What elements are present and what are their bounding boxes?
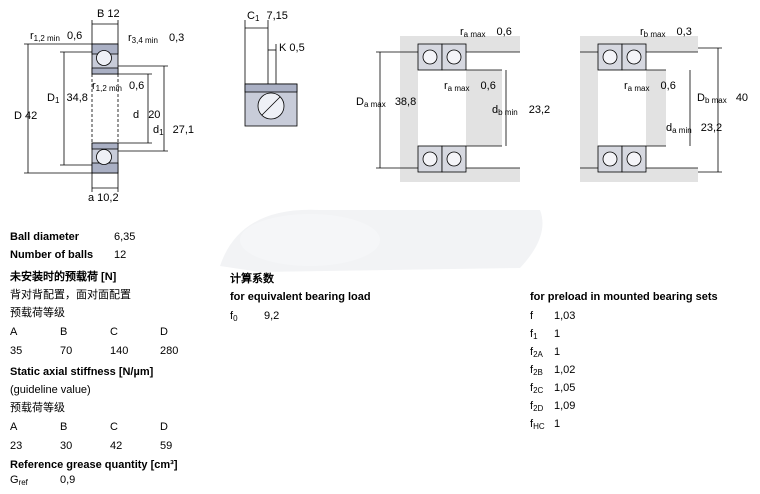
mounted-f2b-value: 1,02 [554,364,576,376]
dim-a: a 10,2 [88,192,119,204]
dim-db: db min 23,2 [492,104,551,117]
mounted-f2c-value: 1,05 [554,382,576,394]
dim-d: d 20 [133,109,161,121]
dim-ra-mid: ra max 0,6 [444,80,496,93]
preload-value-c: 140 [110,345,129,357]
dim-ra-b: ra max 0,6 [624,80,676,93]
stiffness-value-a: 23 [10,440,23,452]
mounted-title: for preload in mounted bearing sets [530,291,718,303]
abutment-b-drawing [580,36,722,182]
dim-D: D 42 [14,110,38,122]
preload-value-d: 280 [160,345,179,357]
dim-r34: r3,4 min 0,3 [128,32,185,45]
dim-r12-top: r1,2 min 0,6 [30,30,83,43]
mounted-f2d-label: f2D [530,400,544,413]
stiffness-header-d: D [160,421,168,433]
mounted-f-value: 1,03 [554,310,576,322]
preload-value-b: 70 [60,345,73,357]
grease-value: 0,9 [60,474,76,486]
dim-da: da min 23,2 [666,122,723,135]
dim-Da: Da max 38,8 [356,96,417,109]
stiffness-header-c: C [110,421,118,433]
dim-K: K 0,5 [279,42,305,54]
number-of-balls-label: Number of balls [10,249,94,261]
f0-value: 9,2 [264,310,280,322]
stiffness-header-b: B [60,421,68,433]
number-of-balls-value: 12 [114,249,127,261]
grease-title: Reference grease quantity [cm³] [10,459,178,471]
dim-r12-inner: r1,2 min 0,6 [92,80,145,93]
stiffness-class-label: 预载荷等级 [10,402,65,414]
preload-header-b: B [60,326,68,338]
preload-header-d: D [160,326,168,338]
stiffness-title: Static axial stiffness [N/µm] [10,366,154,378]
mounted-fhc-value: 1 [554,418,561,430]
f0-label: f0 [230,310,238,323]
grease-label: Gref [10,474,28,487]
calc-title: 计算系数 [230,273,274,285]
stiffness-value-d: 59 [160,440,173,452]
mounted-f1-value: 1 [554,328,561,340]
preload-title: 未安装时的预载荷 [N] [10,271,117,283]
stiffness-value-c: 42 [110,440,123,452]
abutment-a-drawing [376,36,520,182]
watermark-logo [220,209,543,272]
bearing-drawings [24,20,722,192]
preload-header-c: C [110,326,118,338]
ball-diameter-value: 6,35 [114,231,136,243]
dim-d1: d1 27,1 [153,124,195,137]
equivalent-load-title: for equivalent bearing load [230,291,371,303]
pair-drawing [244,20,298,127]
dim-ra-top: ra max 0,6 [460,26,512,39]
preload-class-label: 预载荷等级 [10,307,65,319]
dim-D1: D1 34,8 [47,92,88,105]
single-bearing-drawing [24,20,168,192]
ball-diameter-label: Ball diameter [10,231,80,243]
mounted-f2b-label: f2B [530,364,543,377]
mounted-f1-label: f1 [530,328,538,341]
stiffness-note: (guideline value) [10,384,91,396]
preload-header-a: A [10,326,18,338]
mounted-f2c-label: f2C [530,382,544,395]
mounted-f-label: f [530,310,534,322]
dim-rb: rb max 0,3 [640,26,692,39]
mounted-f2a-label: f2A [530,346,543,359]
dim-B: B 12 [97,8,120,20]
mounted-f2a-value: 1 [554,346,561,358]
preload-value-a: 35 [10,345,23,357]
dim-C1: C1 7,15 [247,10,288,23]
preload-subtitle: 背对背配置，面对面配置 [10,289,131,301]
dim-Db: Db max 40 [697,92,749,105]
mounted-fhc-label: fHC [530,418,545,431]
mounted-f2d-value: 1,09 [554,400,576,412]
stiffness-header-a: A [10,421,18,433]
stiffness-value-b: 30 [60,440,73,452]
